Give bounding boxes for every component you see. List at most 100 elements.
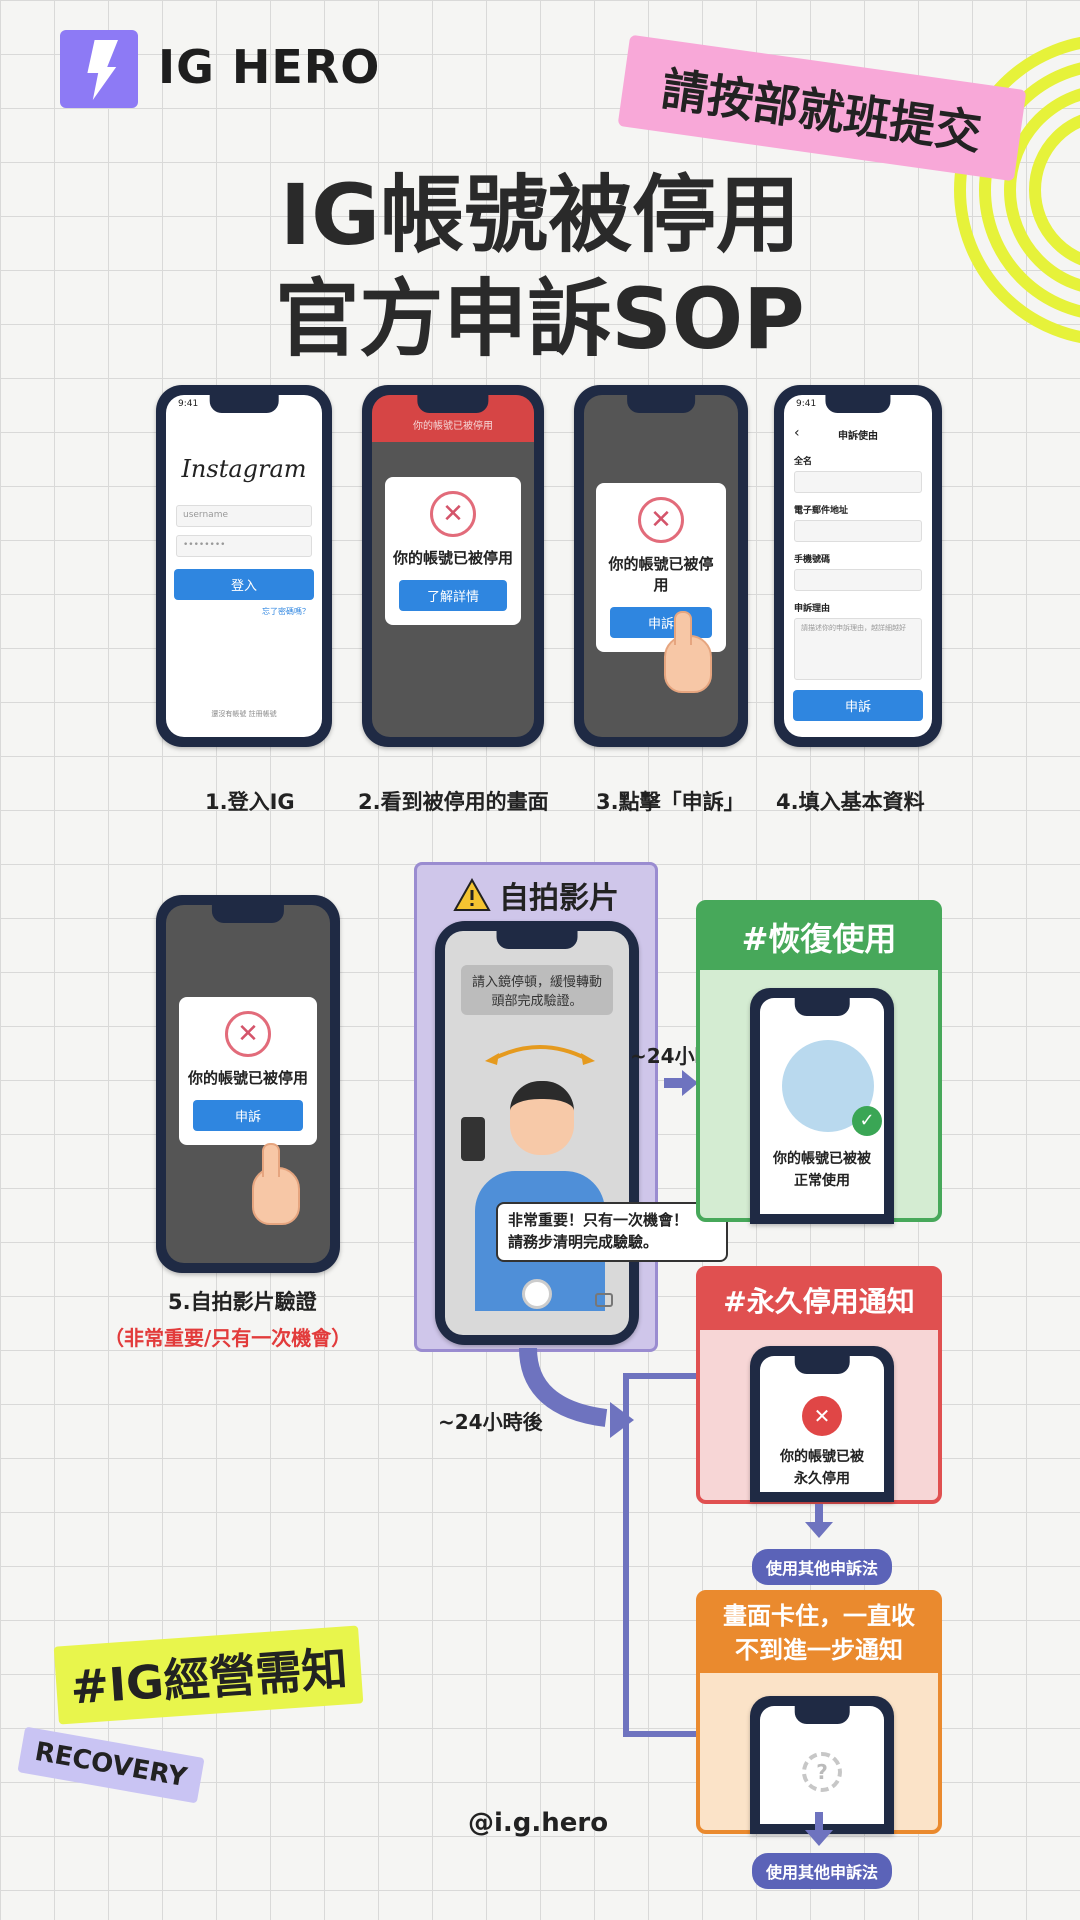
stuck-phone: ? <box>750 1696 894 1834</box>
phone-screen: 你的帳號已被停用 ✕ 你的帳號已被停用 了解詳情 <box>372 395 534 737</box>
form-header: 申訴使由 <box>838 431 878 442</box>
phone-selfie-step: ✕ 你的帳號已被停用 申訴 <box>156 895 340 1273</box>
callout-line-1: 非常重要！只有一次機會！ <box>508 1211 689 1229</box>
stuck-heading-line-1: 畫面卡住，一直收 <box>723 1602 915 1630</box>
name-input[interactable] <box>794 471 922 493</box>
phone-screen: ? <box>760 1706 884 1824</box>
brand-name: IG HERO <box>158 40 381 94</box>
step-4-label: 4.填入基本資料 <box>776 790 925 814</box>
selfie-video-panel: 自拍影片 請入鏡停頓，緩慢轉動頭部完成驗證。 <box>414 862 658 1352</box>
restored-heading: #恢復使用 <box>700 904 938 970</box>
learn-more-button[interactable]: 了解詳情 <box>398 580 508 611</box>
status-time: 9:41 <box>796 399 817 409</box>
password-field[interactable]: •••••••• <box>176 535 312 557</box>
arrow-head-icon <box>682 1070 698 1096</box>
disabled-dialog: ✕ 你的帳號已被停用 申訴 <box>596 483 726 652</box>
callout-line-2: 請務步清明完成驗驗。 <box>508 1232 659 1251</box>
down-arrow-shaft <box>815 1504 823 1524</box>
error-x-icon: ✕ <box>802 1396 842 1436</box>
login-button[interactable]: 登入 <box>174 569 314 600</box>
step-3-label: 3.點擊「申訴」 <box>596 790 745 814</box>
outcome-stuck-panel: 畫面卡住，一直收 不到進一步通知 ? <box>696 1590 942 1834</box>
phone-screen: ✕ 你的帳號已被 永久停用 <box>760 1356 884 1492</box>
warning-icon <box>453 878 491 911</box>
disabled-message: 你的帳號已被停用 <box>187 1069 308 1087</box>
stuck-heading: 畫面卡住，一直收 不到進一步通知 <box>700 1594 938 1674</box>
camera-switch-icon[interactable] <box>595 1293 613 1307</box>
loading-question-icon: ? <box>802 1752 842 1792</box>
step-2-label: 2.看到被停用的畫面 <box>358 790 549 814</box>
step-5-warning: （非常重要/只有一次機會） <box>104 1326 352 1350</box>
yellow-arcs-decoration <box>954 36 1080 344</box>
appeal-button[interactable]: 申訴 <box>193 1100 303 1131</box>
phone-screen: ✕ 你的帳號已被停用 申訴 <box>166 905 330 1263</box>
status-time: 9:41 <box>178 399 199 409</box>
phone-notch <box>794 1706 850 1724</box>
phone-screen: 9:41 ‹ 申訴使由 全名 電子郵件地址 手機號碼 申訴理由 請描述你的申訴理… <box>784 395 932 737</box>
error-x-icon: ✕ <box>429 491 476 537</box>
back-chevron-icon[interactable]: ‹ <box>794 425 800 441</box>
disabled-dialog: ✕ 你的帳號已被停用 申訴 <box>179 997 317 1145</box>
disabled-dialog: ✕ 你的帳號已被停用 了解詳情 <box>384 477 522 625</box>
restored-msg-2: 正常使用 <box>794 1173 850 1189</box>
permanent-msg-1: 你的帳號已被 <box>780 1449 864 1465</box>
check-icon: ✓ <box>852 1106 882 1136</box>
selfie-warning-callout: 非常重要！只有一次機會！ 請務步清明完成驗驗。 <box>496 1202 728 1262</box>
camera-screen: 請入鏡停頓，緩慢轉動頭部完成驗證。 <box>445 931 629 1335</box>
permanent-msg-2: 永久停用 <box>794 1471 850 1487</box>
timing-label-2: ~24小時後 <box>438 1410 543 1434</box>
error-x-icon: ✕ <box>224 1011 271 1057</box>
tap-hand-icon <box>252 1143 300 1225</box>
phone-appeal-form: 9:41 ‹ 申訴使由 全名 電子郵件地址 手機號碼 申訴理由 請描述你的申訴理… <box>774 385 942 747</box>
phone-notch <box>794 998 850 1016</box>
head-turn-arrow-icon <box>485 1045 595 1065</box>
outcome-restored-panel: #恢復使用 ✓ 你的帳號已被被 正常使用 <box>696 900 942 1224</box>
permanent-phone: ✕ 你的帳號已被 永久停用 <box>750 1346 894 1502</box>
phone-notch <box>417 395 489 413</box>
phone-login: 9:41 Instagram username •••••••• 登入 忘了密碼… <box>156 385 332 747</box>
selfie-phone: 請入鏡停頓，緩慢轉動頭部完成驗證。 <box>435 921 639 1345</box>
phone-notch <box>627 395 695 413</box>
selfie-title: 自拍影片 <box>499 881 619 916</box>
restored-msg-1: 你的帳號已被被 <box>773 1151 871 1167</box>
permanent-heading: #永久停用通知 <box>700 1270 938 1330</box>
step-5-label: 5.自拍影片驗證 <box>168 1290 317 1314</box>
outcome-permanent-panel: #永久停用通知 ✕ 你的帳號已被 永久停用 <box>696 1266 942 1504</box>
shutter-button[interactable] <box>522 1279 552 1309</box>
email-input[interactable] <box>794 520 922 542</box>
phone-notch <box>794 1356 850 1374</box>
phone-screen: 9:41 Instagram username •••••••• 登入 忘了密碼… <box>166 395 322 737</box>
error-x-icon: ✕ <box>637 497 684 543</box>
page-title-line2: 官方申訴SOP <box>275 270 805 368</box>
down-arrow-icon <box>805 1522 833 1538</box>
account-handle: @i.g.hero <box>468 1808 609 1838</box>
field-label-phone: 手機號碼 <box>794 555 831 565</box>
appeal-button[interactable]: 申訴 <box>609 607 712 638</box>
disabled-message: 你的帳號已被停用 <box>392 549 513 567</box>
other-appeal-pill-1[interactable]: 使用其他申訴法 <box>752 1549 893 1585</box>
submit-appeal-button[interactable]: 申訴 <box>793 690 923 721</box>
phone-screen: ✓ 你的帳號已被被 正常使用 <box>760 998 884 1214</box>
arrow-to-restored <box>664 1078 682 1088</box>
page-title-line1: IG帳號被停用 <box>279 166 801 264</box>
phone-disabled-notice: 你的帳號已被停用 ✕ 你的帳號已被停用 了解詳情 <box>362 385 544 747</box>
phone-notch <box>825 395 891 413</box>
phone-tap-appeal: ✕ 你的帳號已被停用 申訴 <box>574 385 748 747</box>
phone-screen: ✕ 你的帳號已被停用 申訴 <box>584 395 738 737</box>
forgot-password-link[interactable]: 忘了密碼嗎？ <box>262 607 310 616</box>
step-1-label: 1.登入IG <box>205 790 295 814</box>
selfie-instruction: 請入鏡停頓，緩慢轉動頭部完成驗證。 <box>461 965 613 1015</box>
tap-hand-icon <box>664 611 712 693</box>
signup-link[interactable]: 還沒有帳號 註冊帳號 <box>211 710 277 718</box>
down-arrow-shaft <box>815 1812 823 1832</box>
phone-notch <box>209 395 279 413</box>
disabled-message: 你的帳號已被停用 <box>608 555 714 594</box>
other-appeal-pill-2[interactable]: 使用其他申訴法 <box>752 1853 893 1889</box>
selfie-header: 自拍影片 <box>417 865 655 917</box>
restored-phone: ✓ 你的帳號已被被 正常使用 <box>750 988 894 1224</box>
reason-textarea[interactable]: 請描述你的申訴理由，越詳細越好 <box>794 618 922 680</box>
phone-input[interactable] <box>794 569 922 591</box>
username-field[interactable]: username <box>176 505 312 527</box>
field-label-email: 電子郵件地址 <box>794 506 849 516</box>
flow-connector <box>519 1348 696 1737</box>
